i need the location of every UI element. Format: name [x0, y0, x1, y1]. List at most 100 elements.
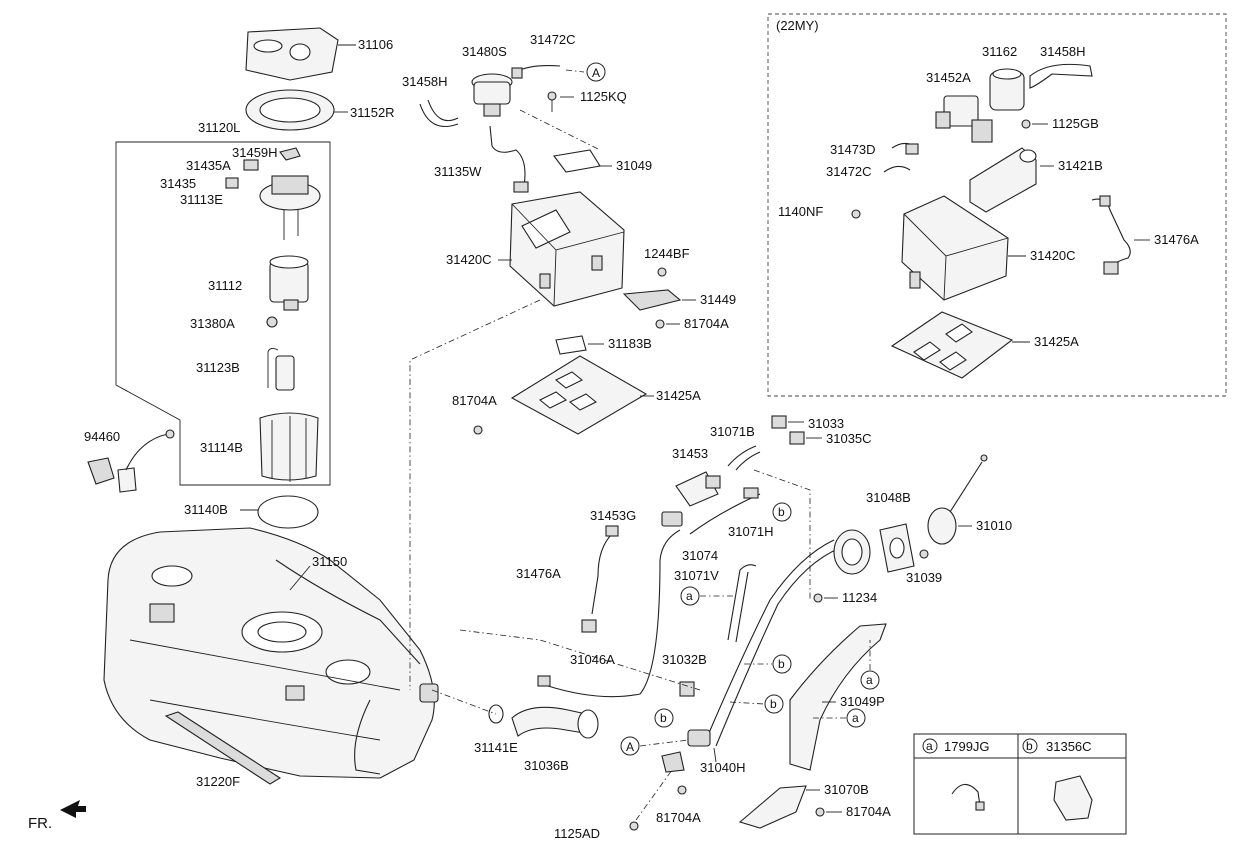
bolt-1125AD	[629, 821, 639, 831]
label-31183B: 31183B	[608, 336, 652, 351]
dash-tank-clamp	[431, 689, 497, 715]
legend-table	[913, 733, 1127, 835]
ref-circle-b-2	[772, 654, 792, 674]
dash-A-bottom	[639, 739, 689, 747]
label-1125KQ: 1125KQ	[580, 89, 627, 104]
ref-circle-a-1	[680, 586, 700, 606]
label-31071H: 31071H	[728, 524, 774, 539]
legend-part-a: 1799JG	[944, 739, 990, 754]
label-31120L: 31120L	[198, 120, 240, 135]
legend-clip-1799JG	[951, 783, 981, 807]
front-direction-arrow	[60, 800, 86, 818]
ref-circle-A-bottom	[620, 736, 640, 756]
label-31449: 31449	[700, 292, 736, 307]
label-1244BF: 1244BF	[644, 246, 690, 261]
hose-31472C-22my	[883, 165, 911, 173]
label-31480S: 31480S	[462, 44, 507, 59]
filler-shield-31070B	[738, 785, 807, 829]
lock-ring-31152R	[245, 89, 348, 131]
dash-tank-filler	[459, 629, 701, 691]
line-31046A	[547, 529, 681, 698]
label-31114B: 31114B	[200, 440, 243, 455]
valve-31035C	[789, 431, 805, 445]
label-31150: 31150	[312, 554, 347, 569]
dash-valve-to-pad	[519, 109, 601, 151]
ref-circle-b-1	[772, 502, 792, 522]
ref-b-3: b	[770, 697, 777, 711]
label-31106: 31106	[358, 37, 393, 52]
bolt-81704A-bottom	[677, 785, 687, 795]
label-31135W: 31135W	[434, 164, 482, 179]
label-31459H: 31459H	[232, 145, 278, 160]
label-31141E: 31141E	[474, 740, 518, 755]
label-31071V: 31071V	[674, 568, 719, 583]
dash-valve-filler	[753, 469, 811, 600]
part-31380A	[266, 316, 278, 328]
label-31140B: 31140B	[184, 502, 228, 517]
label-31074: 31074	[682, 548, 718, 563]
ref-circle-a-2	[860, 670, 880, 690]
pump-flange-31113E	[259, 175, 321, 240]
label-81704A-bottom: 81704A	[656, 810, 701, 825]
leader-31040H	[713, 747, 717, 763]
ref-b-4: b	[660, 711, 667, 725]
harness-31476A	[581, 525, 619, 633]
label-81704A-left: 81704A	[452, 393, 497, 408]
front-direction-label: FR.	[28, 815, 52, 832]
label-31420C: 31420C	[446, 252, 492, 267]
fuel-pump-motor-31123B	[267, 347, 295, 391]
fuel-filter-31112	[269, 255, 309, 311]
label-31035C: 31035C	[826, 431, 872, 446]
hose-31472C-top	[515, 65, 561, 73]
legend-clip-1799JG-end	[975, 801, 985, 811]
connector-31046A	[537, 675, 551, 687]
label-31152R: 31152R	[350, 105, 395, 120]
hose-31036B	[511, 706, 599, 739]
hose-31135W	[489, 125, 526, 187]
hose-31071H	[689, 487, 761, 535]
label-31472C-top: 31472C	[530, 32, 576, 47]
bolt-81704A-left	[473, 425, 483, 435]
connector-31135W	[513, 181, 529, 193]
filter-31162	[989, 68, 1025, 111]
fuel-cap-31010	[927, 454, 988, 545]
gasket-31140B	[257, 495, 319, 529]
label-31473D: 31473D	[830, 142, 876, 157]
sender-harness-94460	[87, 429, 175, 493]
hose-31458H-left	[419, 103, 459, 128]
label-81704A-top: 81704A	[684, 316, 729, 331]
label-1125AD: 1125AD	[554, 826, 600, 841]
valve-31452A	[935, 95, 993, 143]
bolt-1125KQ	[547, 91, 557, 101]
filler-housing	[833, 529, 871, 575]
part-31435	[225, 177, 239, 189]
label-31435A: 31435A	[186, 158, 231, 173]
filler-shield-31049P	[789, 623, 887, 771]
canister-31421B	[969, 147, 1037, 213]
ref-b-1: b	[778, 505, 785, 519]
fitting-31473D	[905, 143, 919, 155]
canister-31420C	[509, 191, 625, 307]
hose-31458H-left-inner	[427, 99, 459, 122]
label-31458H-22my: 31458H	[1040, 44, 1086, 59]
dash-1125AD	[635, 769, 673, 821]
label-31113E: 31113E	[180, 192, 223, 207]
label-31071B: 31071B	[710, 424, 755, 439]
label-31112: 31112	[208, 278, 242, 293]
hose-31458H-22my	[1029, 63, 1093, 89]
variant-22my-label: (22MY)	[776, 18, 819, 33]
ref-circle-a-3	[846, 708, 866, 728]
pump-assembly-bracket	[115, 141, 331, 486]
label-31435: 31435	[160, 176, 196, 191]
label-31032B: 31032B	[662, 652, 707, 667]
fuel-tank-31150	[103, 527, 439, 779]
bolt-1125GB	[1021, 119, 1031, 129]
label-31220F: 31220F	[196, 774, 240, 789]
legend-part-b: 31356C	[1046, 739, 1092, 754]
label-31036B: 31036B	[524, 758, 569, 773]
fitting-31472C	[511, 67, 523, 79]
label-1140NF: 1140NF	[778, 204, 823, 219]
bolt-81704A-top	[655, 319, 665, 329]
clip-31459H	[279, 147, 301, 161]
